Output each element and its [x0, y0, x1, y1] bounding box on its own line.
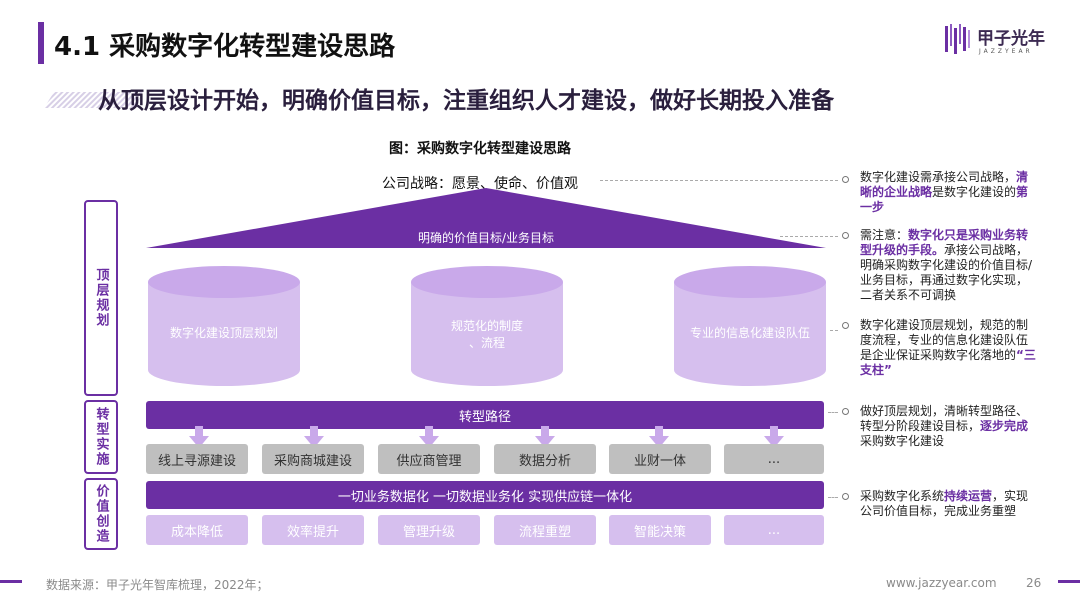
path-item: ... — [724, 444, 824, 474]
connector-line — [830, 330, 838, 331]
footer-source: 数据来源：甲子光年智库梳理，2022年； — [46, 578, 269, 592]
value-item: 管理升级 — [378, 515, 480, 545]
value-item: 智能决策 — [609, 515, 711, 545]
pillar-cylinder — [148, 266, 300, 386]
value-item: 成本降低 — [146, 515, 248, 545]
brand-logo: 甲子光年 JAZZYEAR — [944, 22, 1054, 66]
connector-line — [600, 180, 838, 181]
path-item: 供应商管理 — [378, 444, 480, 474]
logo-subtext: JAZZYEAR — [979, 48, 1033, 55]
side-label-top-planning: 顶层规划 — [84, 200, 118, 396]
note-path: 做好顶层规划，清晰转型路径、转型分阶段建设目标，逐步完成采购数字化建设 — [860, 404, 1029, 448]
down-arrow-icon — [649, 426, 669, 448]
pillar-cylinder — [411, 266, 563, 386]
down-arrow-icon — [535, 426, 555, 448]
pillar-label: 数字化建设顶层规划 — [169, 326, 278, 340]
connector-line — [828, 412, 838, 413]
path-item: 业财一体 — [609, 444, 711, 474]
pillar-label: 专业的信息化建设队伍 — [689, 326, 810, 340]
down-arrow-icon — [304, 426, 324, 448]
down-arrow-icon — [189, 426, 209, 448]
path-bar: 转型路径 — [146, 401, 824, 429]
note-bullet — [842, 493, 849, 500]
figure-title: 图：采购数字化转型建设思路 — [389, 141, 571, 157]
note-bullet — [842, 232, 849, 239]
note-bullet — [842, 176, 849, 183]
down-arrow-icon — [419, 426, 439, 448]
subtitle-decoration — [44, 92, 144, 108]
note-bullet — [842, 322, 849, 329]
pillar-cylinder — [674, 266, 826, 386]
footer-url: www.jazzyear.com — [886, 576, 997, 590]
page-number: 26 — [1026, 576, 1042, 590]
connector-line — [828, 497, 838, 498]
title-accent-bar — [38, 22, 44, 64]
pillar-label: 规范化的制度、流程 — [450, 319, 523, 350]
logo-mark-icon — [945, 24, 970, 54]
note-three-pillars: 数字化建设顶层规划，规范的制度流程，专业的信息化建设队伍是企业保证采购数字化落地… — [860, 318, 1036, 377]
side-label-transformation: 转型实施 — [84, 400, 118, 474]
footer-accent-left — [0, 580, 22, 583]
note-strategy: 数字化建设需承接公司战略，清晰的企业战略是数字化建设的第一步 — [860, 170, 1029, 214]
path-item: 数据分析 — [494, 444, 596, 474]
path-item: 采购商城建设 — [262, 444, 364, 474]
connector-line — [780, 236, 838, 237]
roof-triangle — [146, 188, 826, 248]
value-item: ... — [724, 515, 824, 545]
roof-label: 明确的价值目标/业务目标 — [417, 231, 555, 245]
value-item: 流程重塑 — [494, 515, 596, 545]
logo-text: 甲子光年 — [977, 29, 1045, 49]
page-title: 4.1 采购数字化转型建设思路 — [54, 32, 396, 62]
value-item: 效率提升 — [262, 515, 364, 545]
strategy-label: 公司战略：愿景、使命、价值观 — [382, 176, 578, 192]
down-arrow-icon — [764, 426, 784, 448]
value-bar: 一切业务数据化 一切数据业务化 实现供应链一体化 — [146, 481, 824, 509]
path-item: 线上寻源建设 — [146, 444, 248, 474]
page-subtitle: 从顶层设计开始，明确价值目标，注重组织人才建设，做好长期投入准备 — [98, 88, 834, 114]
footer-accent-right — [1058, 580, 1080, 583]
note-attention: 需注意：数字化只是采购业务转型升级的手段。承接公司战略，明确采购数字化建设的价值… — [860, 228, 1033, 302]
note-operation: 采购数字化系统持续运营，实现公司价值目标，完成业务重塑 — [860, 489, 1029, 518]
note-bullet — [842, 408, 849, 415]
side-label-value-creation: 价值创造 — [84, 478, 118, 550]
